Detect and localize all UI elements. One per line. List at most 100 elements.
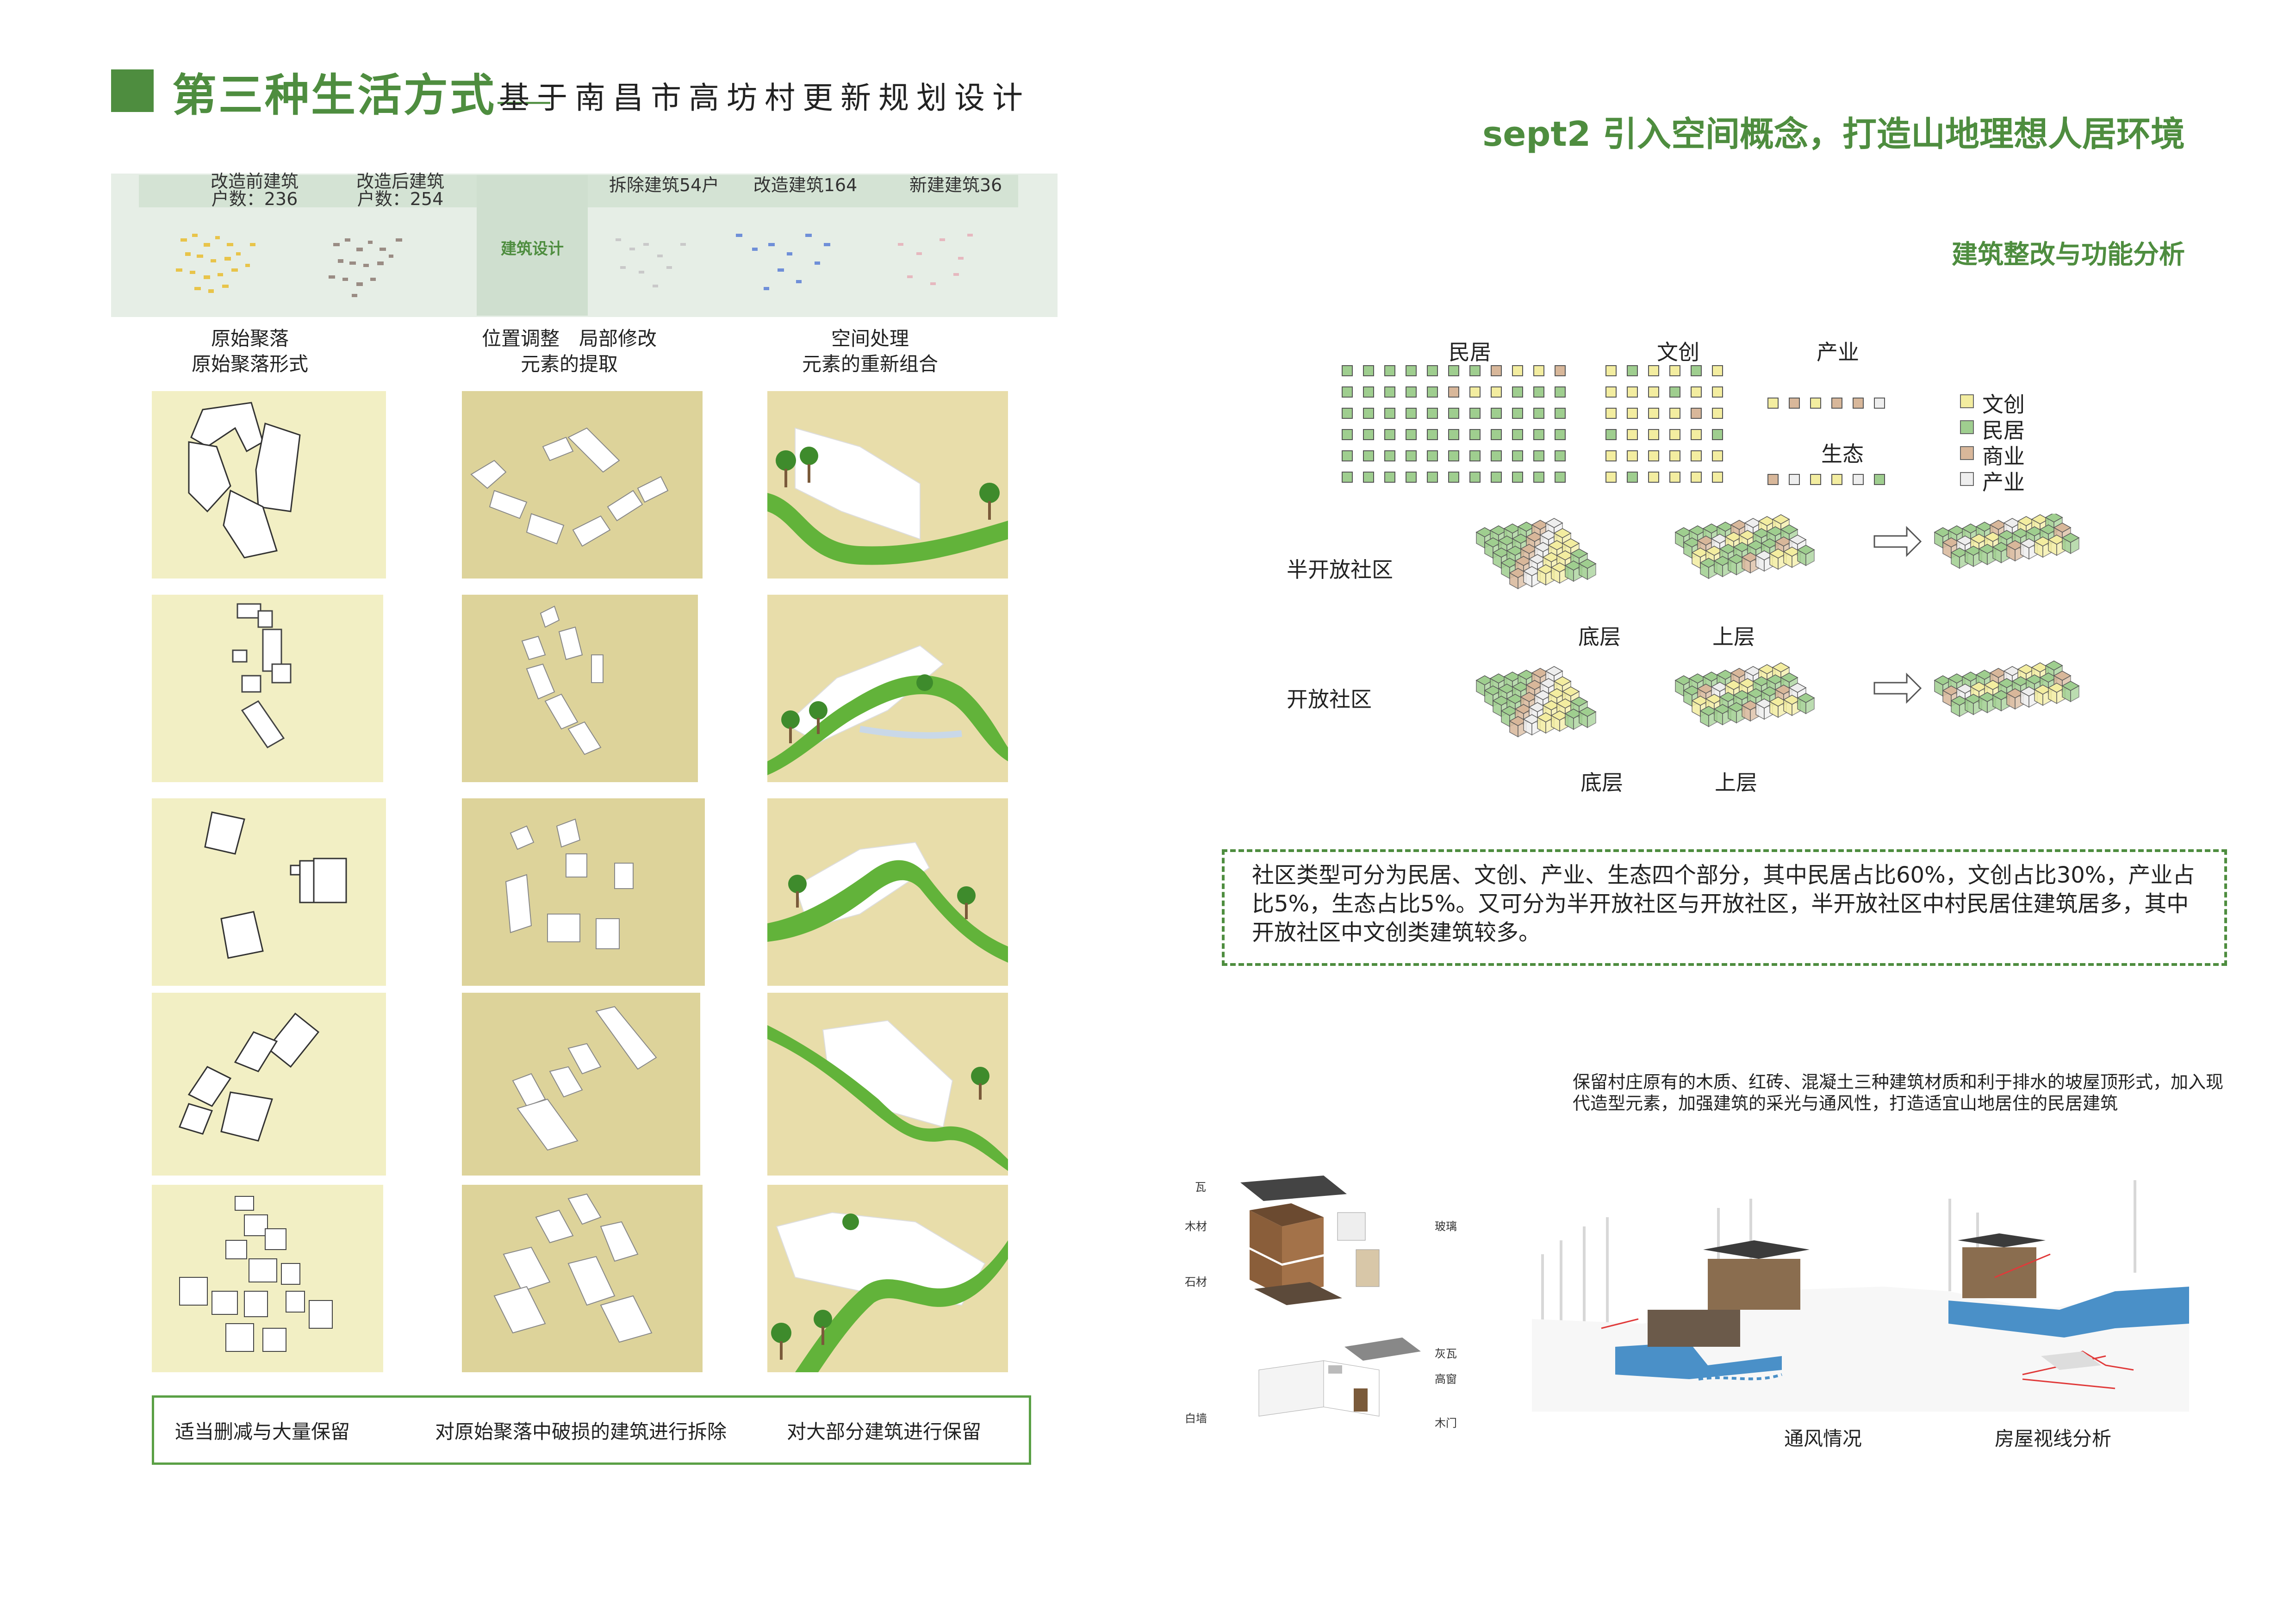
house-left xyxy=(1648,1240,1810,1347)
semi-top-block xyxy=(1780,524,1798,535)
tile-adjust-2 xyxy=(462,595,698,782)
open-bottom-layer-label: 底层 xyxy=(1580,770,1623,795)
minju-block xyxy=(1491,429,1502,440)
wenchuang-block xyxy=(1691,408,1702,419)
tile-original-5 xyxy=(152,1185,383,1372)
renovate-label: 改造建筑164 xyxy=(753,175,858,195)
after-count: 户数：254 xyxy=(357,189,444,209)
wenchuang-block xyxy=(1627,450,1638,461)
semi-combined-block xyxy=(2045,514,2063,523)
label-mumen: 木门 xyxy=(1435,1417,1457,1430)
minju-block xyxy=(1555,408,1566,419)
minju-block xyxy=(1533,472,1544,483)
tile-adjust-1 xyxy=(462,391,703,579)
minju-block xyxy=(1512,450,1523,461)
wenchuang-block xyxy=(1669,386,1680,398)
tile-adjust-3 xyxy=(462,798,705,986)
before-count: 户数：236 xyxy=(211,189,298,209)
tile-adjust-5 xyxy=(462,1185,703,1372)
minju-block xyxy=(1533,429,1544,440)
group-shengtai-label: 生态 xyxy=(1821,442,1864,467)
minju-block xyxy=(1406,472,1417,483)
minju-block xyxy=(1384,386,1395,398)
tile-space-3 xyxy=(767,798,1008,986)
wenchuang-block xyxy=(1648,386,1659,398)
chanye-block xyxy=(1789,398,1800,409)
wenchuang-block xyxy=(1605,365,1617,376)
wenchuang-blocks xyxy=(1605,365,1723,483)
chanye-block xyxy=(1874,398,1885,409)
legend-swatch-shangye xyxy=(1960,446,1974,460)
minju-block xyxy=(1555,450,1566,461)
minju-block xyxy=(1427,408,1438,419)
tile-space-1 xyxy=(767,391,1008,579)
semi-bottom-block xyxy=(1578,559,1597,569)
page-title: 第三种生活方式—— xyxy=(172,69,552,121)
open-bottom-block xyxy=(1570,697,1588,707)
chanye-blocks xyxy=(1767,398,1885,409)
wenchuang-block xyxy=(1712,408,1723,419)
shengtai-block xyxy=(1767,474,1779,485)
minju-block xyxy=(1427,450,1438,461)
wenchuang-block xyxy=(1648,429,1659,440)
wenchuang-block xyxy=(1627,408,1638,419)
open-bottom-block xyxy=(1545,666,1563,676)
shengtai-block xyxy=(1831,474,1842,485)
minju-block xyxy=(1491,365,1502,376)
minju-block xyxy=(1533,408,1544,419)
col3-heading: 空间处理 xyxy=(831,327,909,350)
title-dash: —— xyxy=(496,85,552,118)
minju-block xyxy=(1342,450,1353,461)
minju-block xyxy=(1363,408,1374,419)
wenchuang-block xyxy=(1627,429,1638,440)
legend-swatch-chanye xyxy=(1960,472,1974,486)
wenchuang-block xyxy=(1712,450,1723,461)
wenchuang-block xyxy=(1627,365,1638,376)
minju-block xyxy=(1406,365,1417,376)
legend-swatch-wenchuang xyxy=(1960,394,1974,408)
summary-item-2: 对原始聚落中破损的建筑进行拆除 xyxy=(435,1420,727,1443)
tile-space-1-trees xyxy=(776,447,1000,503)
description-box xyxy=(1222,849,2227,966)
minju-block xyxy=(1363,365,1374,376)
minju-block xyxy=(1448,429,1459,440)
minju-block xyxy=(1491,386,1502,398)
tile-adjust-4 xyxy=(462,993,700,1176)
label-mucai: 木材 xyxy=(1185,1220,1207,1233)
minju-block xyxy=(1469,386,1481,398)
open-top-block xyxy=(1780,672,1798,683)
minju-block xyxy=(1448,365,1459,376)
strip-scatter-maps xyxy=(176,234,973,297)
minju-block xyxy=(1491,408,1502,419)
minju-block xyxy=(1363,429,1374,440)
wenchuang-block xyxy=(1712,429,1723,440)
tile-original-1 xyxy=(152,391,386,579)
legend-swatch-minju xyxy=(1960,420,1974,434)
wenchuang-block xyxy=(1605,408,1617,419)
semi-bottom-block xyxy=(1545,518,1563,528)
col1-subheading: 原始聚落形式 xyxy=(191,353,308,375)
minju-block xyxy=(1363,450,1374,461)
minju-block xyxy=(1384,450,1395,461)
chanye-block xyxy=(1810,398,1821,409)
tile-space-4 xyxy=(767,993,1008,1176)
minju-block xyxy=(1342,472,1353,483)
strip-design-panel xyxy=(477,175,588,316)
shengtai-block xyxy=(1810,474,1821,485)
minju-block xyxy=(1384,472,1395,483)
minju-block xyxy=(1406,450,1417,461)
minju-block xyxy=(1469,365,1481,376)
summary-box xyxy=(152,1395,1031,1465)
step-title: sept2 引入空间概念，打造山地理想人居环境 xyxy=(1482,114,2185,154)
semi-bottom-layer-label: 底层 xyxy=(1578,624,1621,649)
wenchuang-block xyxy=(1712,365,1723,376)
label-boli: 玻璃 xyxy=(1435,1220,1457,1233)
minju-block xyxy=(1427,365,1438,376)
renovate-map xyxy=(736,234,830,290)
minju-block xyxy=(1555,386,1566,398)
tile-space-2 xyxy=(767,595,1008,782)
group-wenchuang-label: 文创 xyxy=(1657,340,1699,365)
wenchuang-block xyxy=(1669,408,1680,419)
label-gaochuang: 高窗 xyxy=(1435,1373,1457,1386)
open-combined-block xyxy=(2045,660,2063,671)
